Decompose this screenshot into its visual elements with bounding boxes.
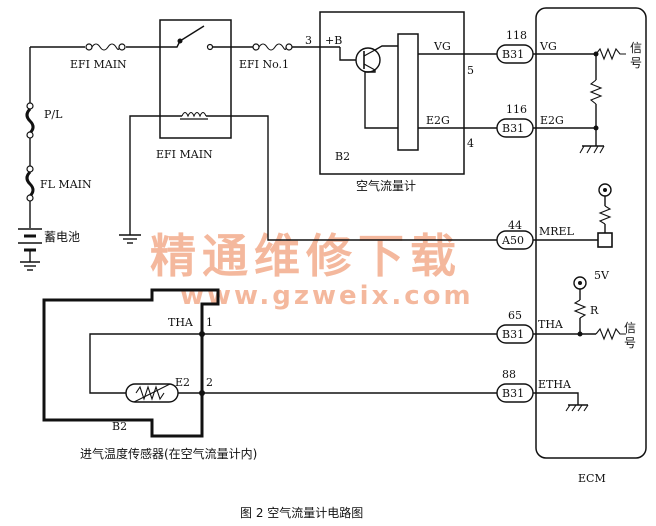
ecm-row-vg: 118 B31 VG [496,29,596,64]
maf-pin-e2g: 4 [467,137,474,150]
maf-vg-label: VG [433,40,451,53]
ecm-signal-name: ETHA [538,378,572,391]
iat-title: 进气温度传感器(在空气流量计内) [80,446,257,461]
ecm-connector-id: B31 [502,328,524,341]
efi-no1-fuse [252,43,293,51]
battery-symbol [18,228,42,271]
maf-pin-plus-b: 3 [305,34,312,47]
battery-label: 蓄电池 [44,230,80,244]
maf-plus-b-label: +B [325,34,342,47]
ecm-signal-name: MREL [539,225,575,238]
iat-pin-tha: 1 [206,316,213,329]
power-supply-circuit: EFI MAIN P/L FL MAIN 蓄电池 [18,19,497,271]
iat-connector-label: B2 [112,420,127,433]
figure-caption: 图 2 空气流量计电路图 [240,505,363,520]
ecm-pin-number: 118 [506,29,527,42]
efi-no1-fuse-label: EFI No.1 [239,58,289,71]
intake-air-temp-sensor: THA 1 E2 2 B2 [42,288,220,438]
ecm-signal-label-2: 信 [624,321,636,335]
air-flow-meter: 3 +B VG 5 E2G 4 B2 [305,11,474,175]
ecm-connector-id: A50 [501,234,524,247]
ecm-signal-label-1b: 号 [630,56,642,70]
ecm-pin-number: 116 [506,103,527,116]
ecm-vg-internal [570,47,626,154]
ecm-mrel-internal [597,183,613,248]
ground-relay [119,234,141,244]
ecm-pin-number: 88 [502,368,516,381]
iat-e2-label: E2 [175,376,190,389]
ecm-connector-id: B31 [502,387,524,400]
ecm-box [535,7,647,459]
ecm-row-etha: 88 B31 ETHA [496,368,579,405]
ecm-pin-number: 44 [508,219,522,232]
ecm-signal-name: E2G [540,114,564,127]
efi-main-fuse [85,43,126,51]
efi-main-fuse-label: EFI MAIN [70,58,127,71]
ecm-label: ECM [578,472,606,485]
ecm-row-tha: 65 B31 THA [496,309,596,344]
ecm-row-e2g: 116 B31 E2G [496,103,570,138]
iat-tha-label: THA [168,316,194,329]
maf-e2g-label: E2G [426,114,450,127]
iat-pin-e2: 2 [206,376,213,389]
ecm-connector-id: B31 [502,122,524,135]
ecm-signal-name: VG [539,40,557,53]
ecm-5v-label: 5V [594,269,610,282]
ecm-row-mrel: 44 A50 MREL [496,219,598,250]
ecm-signal-name: THA [538,318,564,331]
fl-main-fusible-link [25,165,35,202]
fl-main-label: FL MAIN [40,178,92,191]
ecm-pin-number: 65 [508,309,522,322]
ecm-connector-id: B31 [502,48,524,61]
ecm-r-label: R [590,304,599,317]
watermark-url: www.gzweix.com [180,281,474,311]
maf-title: 空气流量计 [356,178,416,193]
efi-main-relay-label: EFI MAIN [156,148,213,161]
ecm-signal-label-1: 信 [630,41,642,55]
ecm-etha-ground [565,404,589,412]
efi-main-relay [159,19,232,139]
ecm-tha-internal [573,276,626,341]
maf-connector-label: B2 [335,150,350,163]
ecm-signal-label-2b: 号 [624,336,636,350]
pl-fusible-link [25,102,35,139]
pl-fuse-label: P/L [44,108,63,121]
watermark-chinese: 精通维修下载 [150,229,462,283]
maf-pin-vg: 5 [467,64,474,77]
